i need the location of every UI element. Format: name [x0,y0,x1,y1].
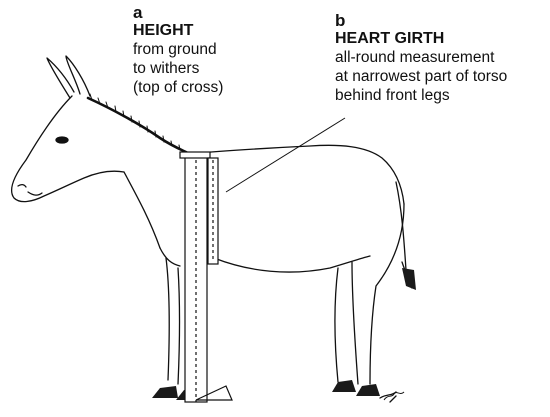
hind-hoof-2 [356,384,380,396]
label-b-heading: HEART GIRTH [335,29,507,48]
front-leg-1 [166,258,169,380]
front-hoof-1 [152,386,178,398]
girth-measuring-tape [208,158,218,264]
donkey-head [12,96,124,202]
right-ear [66,56,90,96]
donkey-neck [124,172,160,248]
label-b-line-3: behind front legs [335,86,507,105]
label-b-letter: b [335,12,507,29]
label-heart-girth: b HEART GIRTH all-round measurement at n… [335,12,507,105]
height-measuring-stick [180,152,210,402]
left-ear [47,58,74,98]
label-a-line-2: to withers [133,59,223,78]
label-a-heading: HEIGHT [133,21,223,40]
girth-leader-line [226,118,345,192]
donkey-belly [214,256,370,272]
tail-tuft [402,268,416,290]
donkey-back [188,145,404,204]
hind-leg-2 [335,268,338,382]
hind-hoof-1 [332,380,356,392]
label-a-line-3: (top of cross) [133,78,223,97]
label-height: a HEIGHT from ground to withers (top of … [133,4,223,97]
label-a-line-1: from ground [133,40,223,59]
hind-leg-1 [370,204,404,384]
label-a-letter: a [133,4,223,21]
label-b-line-2: at narrowest part of torso [335,67,507,86]
donkey-mane [88,98,190,154]
label-b-line-1: all-round measurement [335,48,507,67]
donkey-tail [396,182,406,270]
